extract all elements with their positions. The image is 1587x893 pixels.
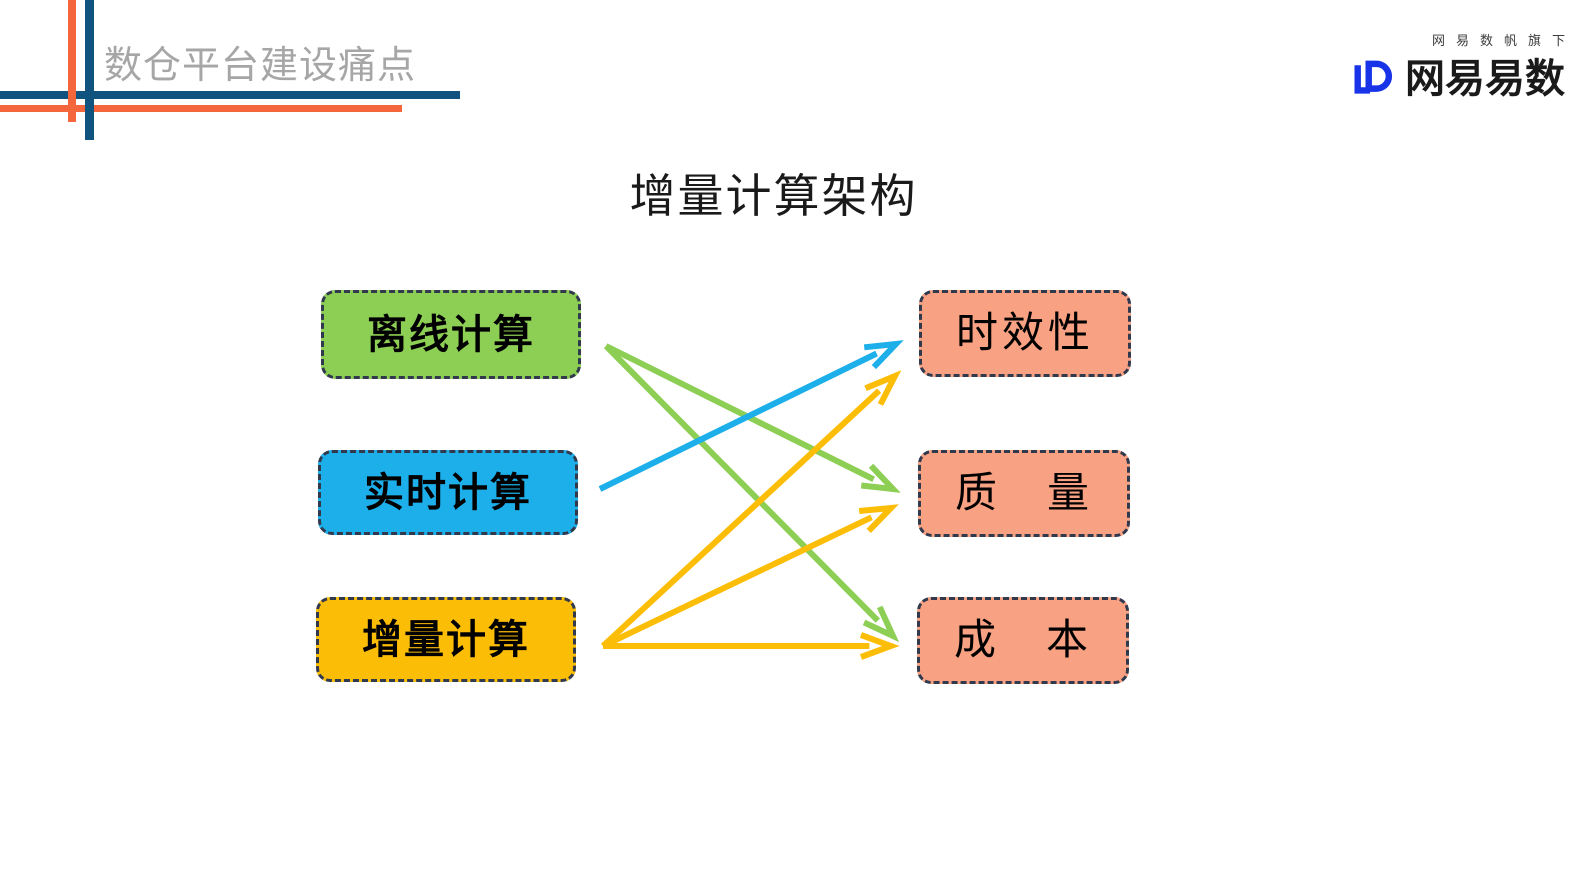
header-rule-orange [0, 105, 402, 112]
diagram-node-label: 成 本 [953, 617, 1092, 664]
diagram-title-text: 增量计算架构 [629, 171, 918, 222]
diagram-node-label: 增量计算 [362, 617, 530, 662]
diagram-node-label: 离线计算 [367, 312, 535, 357]
diagram-node-left-1: 实时计算 [318, 450, 578, 535]
brand-name: 网易易数 [1405, 57, 1565, 101]
ld-monogram-icon [1354, 60, 1393, 94]
diagram-node-left-0: 离线计算 [321, 290, 581, 379]
diagram-node-right-2: 成 本 [917, 597, 1129, 684]
header-bar-blue [85, 0, 94, 140]
diagram-title: 增量计算架构 [0, 160, 1587, 226]
diagram-node-label: 实时计算 [364, 470, 532, 515]
diagram-node-right-1: 质 量 [918, 450, 1130, 537]
brand-tagline: 网易数帆旗下 [1431, 33, 1576, 48]
brand-lockup: 网易易数 [1325, 57, 1565, 101]
brand-block: 网易数帆旗下 网易易数 [1325, 30, 1565, 101]
diagram-node-right-0: 时效性 [919, 290, 1131, 377]
header-bar-orange [68, 0, 76, 122]
slide-header-title: 数仓平台建设痛点 [104, 45, 417, 87]
diagram-node-left-2: 增量计算 [316, 597, 576, 682]
diagram-node-label: 时效性 [955, 310, 1094, 357]
header-rule-blue [0, 91, 460, 99]
diagram-node-label: 质 量 [954, 470, 1093, 517]
